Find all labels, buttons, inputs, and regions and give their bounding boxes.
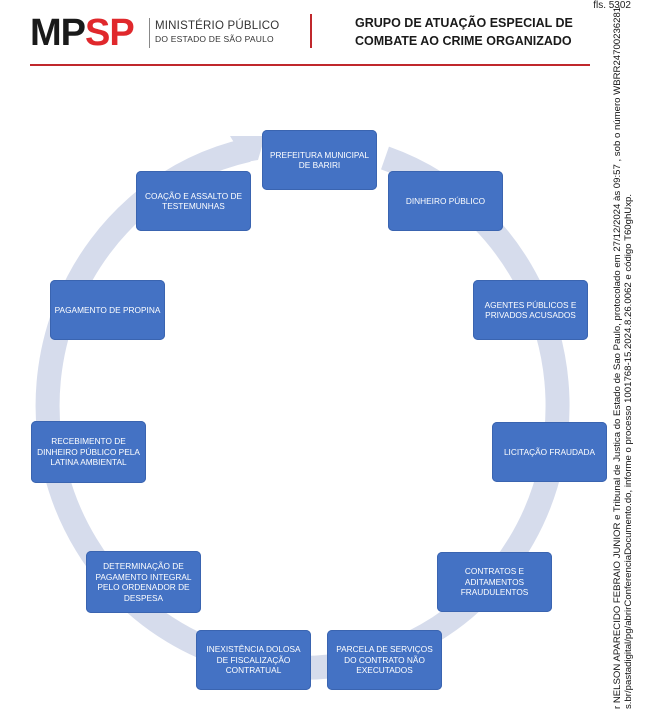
ministry-name: MINISTÉRIO PÚBLICO DO ESTADO DE SÃO PAUL… xyxy=(155,20,279,46)
node-prefeitura: PREFEITURA MUNICIPAL DE BARIRI xyxy=(262,130,377,190)
logo-divider xyxy=(149,18,150,48)
node-inexistencia-fiscalizacao: INEXISTÊNCIA DOLOSA DE FISCALIZAÇÃO CONT… xyxy=(196,630,311,690)
group-title-line2: COMBATE AO CRIME ORGANIZADO xyxy=(355,34,572,48)
node-determinacao-pagamento: DETERMINAÇÃO DE PAGAMENTO INTEGRAL PELO … xyxy=(86,551,201,613)
node-agentes-acusados: AGENTES PÚBLICOS E PRIVADOS ACUSADOS xyxy=(473,280,588,340)
node-licitacao-fraudada: LICITAÇÃO FRAUDADA xyxy=(492,422,607,482)
ministry-line1: MINISTÉRIO PÚBLICO xyxy=(155,20,280,32)
ministry-line2: DO ESTADO DE SÃO PAULO xyxy=(155,34,274,44)
cycle-arrowhead xyxy=(230,136,265,162)
node-parcela-servicos: PARCELA DE SERVIÇOS DO CONTRATO NÃO EXEC… xyxy=(327,630,442,690)
logo-sp: SP xyxy=(85,12,135,54)
node-coacao-testemunhas: COAÇÃO E ASSALTO DE TESTEMUNHAS xyxy=(136,171,251,231)
page-number: fls. 5302 xyxy=(593,0,631,11)
group-title-line1: GRUPO DE ATUAÇÃO ESPECIAL DE xyxy=(355,16,573,30)
node-recebimento-dinheiro: RECEBIMENTO DE DINHEIRO PÚBLICO PELA LAT… xyxy=(31,421,146,483)
logo-mp: MP xyxy=(30,12,86,54)
header-rule xyxy=(30,64,590,66)
node-pagamento-propina: PAGAMENTO DE PROPINA xyxy=(50,280,165,340)
group-title: GRUPO DE ATUAÇÃO ESPECIAL DE COMBATE AO … xyxy=(355,14,595,50)
node-dinheiro-publico: DINHEIRO PÚBLICO xyxy=(388,171,503,231)
node-contratos-fraudulentos: CONTRATOS E ADITAMENTOS FRAUDULENTOS xyxy=(437,552,552,612)
mpsp-logo: MPSP xyxy=(30,12,135,54)
header-divider xyxy=(310,14,312,48)
